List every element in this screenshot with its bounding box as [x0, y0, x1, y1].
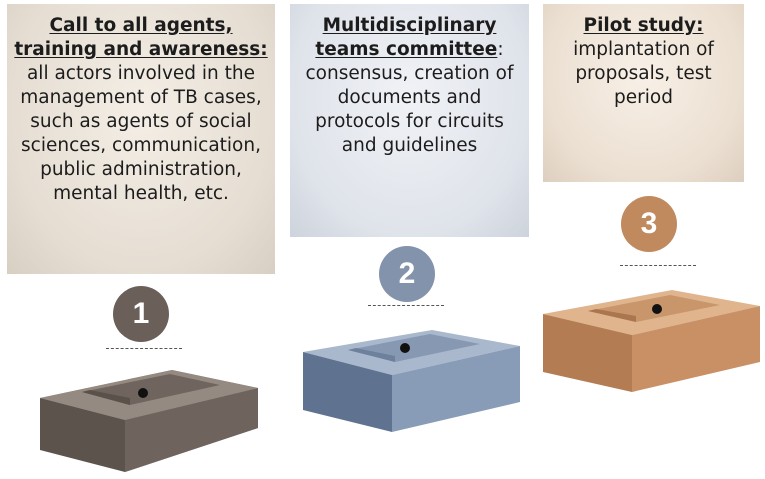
step-2-text: : consensus, creation of documents and p… — [305, 39, 514, 156]
step-1-box — [40, 370, 258, 472]
step-3-dashed-line — [620, 265, 696, 266]
step-1-card: Call to all agents, training and awarene… — [7, 4, 275, 274]
step-2-card: Multidisciplinary teams committee: conse… — [290, 4, 529, 237]
step-1-text: all actors involved in the management of… — [20, 63, 262, 204]
step-2-box-dot — [400, 343, 410, 353]
step-3-card: Pilot study: implantation of proposals, … — [543, 4, 744, 182]
step-2-heading: Multidisciplinary teams committee — [315, 15, 498, 60]
step-2-box — [303, 330, 520, 432]
step-3-box — [543, 290, 760, 392]
step-3-box-dot — [652, 304, 662, 314]
step-1-number-badge: 1 — [113, 286, 169, 342]
step-1-heading: Call to all agents, training and awarene… — [14, 15, 268, 60]
step-3-text: implantation of proposals, test period — [573, 39, 714, 108]
step-1-dashed-line — [106, 348, 182, 349]
step-1-box-dot — [138, 388, 148, 398]
step-3-number-badge: 3 — [621, 196, 677, 252]
step-2-dashed-line — [368, 305, 444, 306]
step-2-number-badge: 2 — [379, 246, 435, 302]
step-3-heading: Pilot study: — [583, 15, 704, 36]
